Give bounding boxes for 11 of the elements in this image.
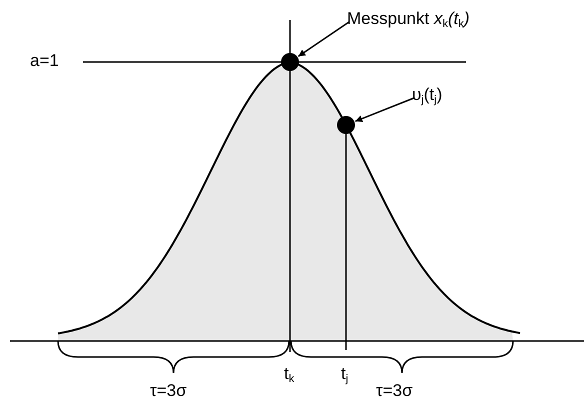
interval-label: τ=3σ	[376, 382, 413, 401]
point-label: Messpunkt x$_{k}$(t$_{k}$)	[347, 10, 470, 30]
interval-label: τ=3σ	[150, 382, 187, 401]
measurement-dot	[281, 53, 299, 71]
point-label: υ$_{j}$(t$_{j}$)	[412, 86, 442, 106]
axis-value-label: a=1	[30, 52, 59, 71]
point-dot	[337, 116, 355, 134]
arrow	[355, 97, 414, 122]
arrow	[298, 21, 350, 58]
time-label: t$_{k}$	[284, 365, 294, 386]
time-label: t$_{j}$	[341, 365, 348, 386]
